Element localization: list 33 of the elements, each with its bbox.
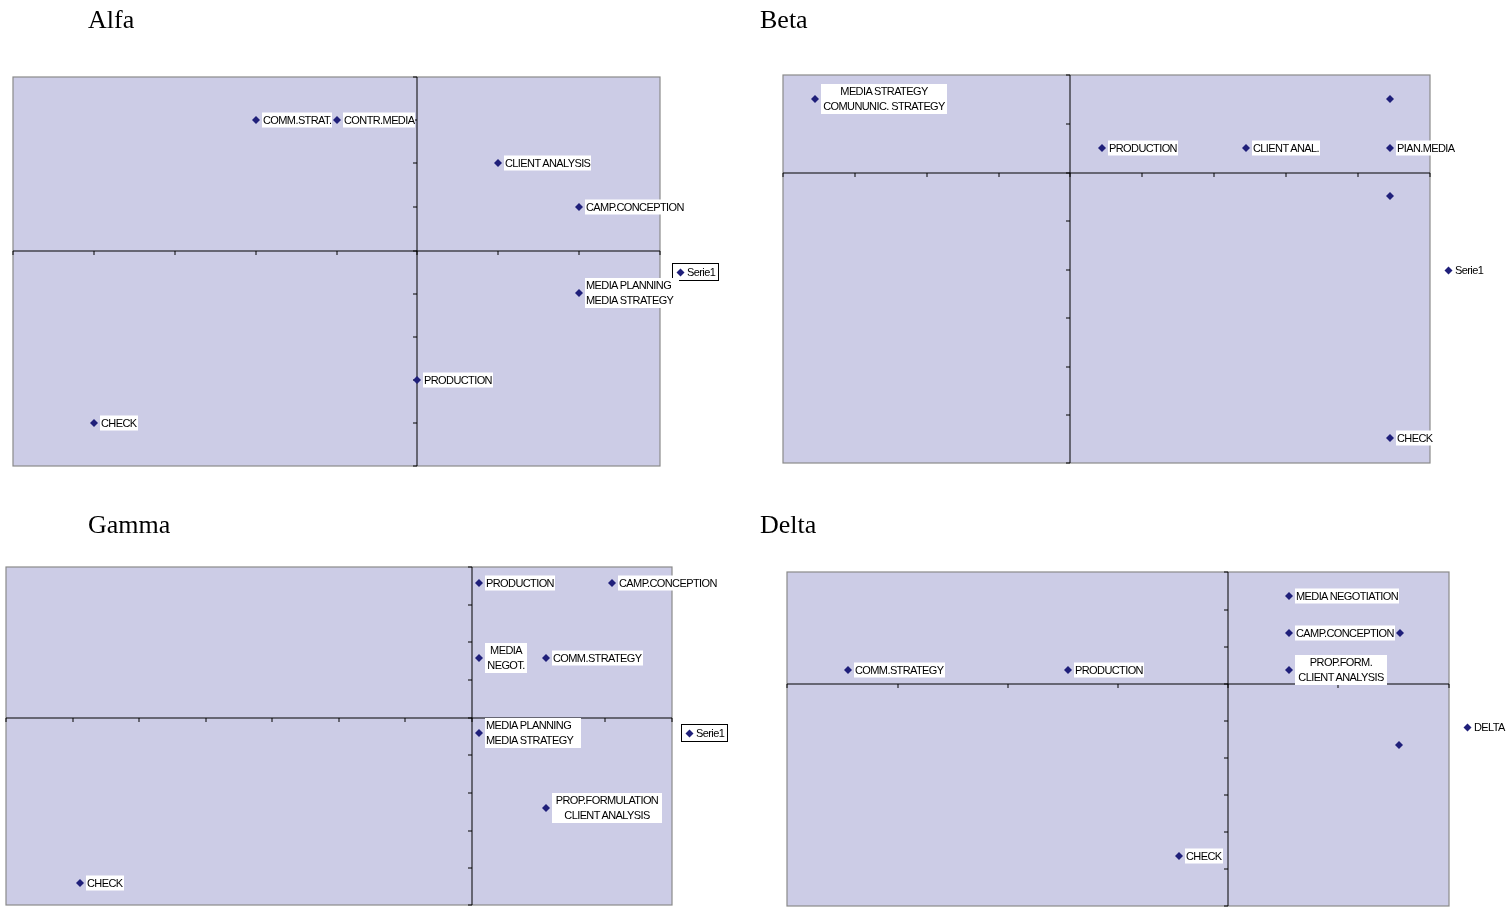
point-label: COMM.STRATEGY [854,662,945,678]
point-label: CHECK [1396,430,1434,446]
point-label: MEDIA STRATEGY COMUNUNIC. STRATEGY [821,84,947,114]
point-label: PRODUCTION [423,372,493,388]
point-label: CONTR.MEDIA [343,112,416,128]
chart-title: Beta [760,5,808,35]
point-label: PIAN.MEDIA [1396,140,1456,156]
legend-label: Serie1 [687,265,716,279]
point-label: MEDIA PLANNING MEDIA STRATEGY [485,718,581,748]
point-label: MEDIA NEGOT. [485,643,527,673]
point-label: COMM.STRATEGY [552,650,643,666]
point-label: CHECK [100,415,138,431]
point-label: CLIENT ANAL. [1252,140,1320,156]
point-label: CHECK [1185,848,1223,864]
point-label: CHECK [86,875,124,891]
point-label: PRODUCTION [1074,662,1144,678]
point-label: PROP.FORM. CLIENT ANALYSIS [1295,655,1387,685]
legend-label: Serie1 [1455,263,1484,277]
legend-label: DELTA [1474,720,1505,734]
point-label: PRODUCTION [1108,140,1178,156]
point-label: CAMP.CONCEPTION [1295,625,1395,641]
chart-title: Gamma [88,510,171,540]
point-label: CAMP.CONCEPTION [585,199,685,215]
chart-title: Alfa [88,5,135,35]
point-label: CLIENT ANALYSIS [504,155,592,171]
chart-title: Delta [760,510,817,540]
point-label: PRODUCTION [485,575,555,591]
point-label: PROP.FORMULATION CLIENT ANALYSIS [552,793,662,823]
point-label: MEDIA PLANNING MEDIA STRATEGY [585,278,679,308]
point-label: CAMP.CONCEPTION [618,575,718,591]
legend-label: Serie1 [696,726,725,740]
point-label: COMM.STRAT. [262,112,333,128]
point-label: MEDIA NEGOTIATION [1295,588,1400,604]
